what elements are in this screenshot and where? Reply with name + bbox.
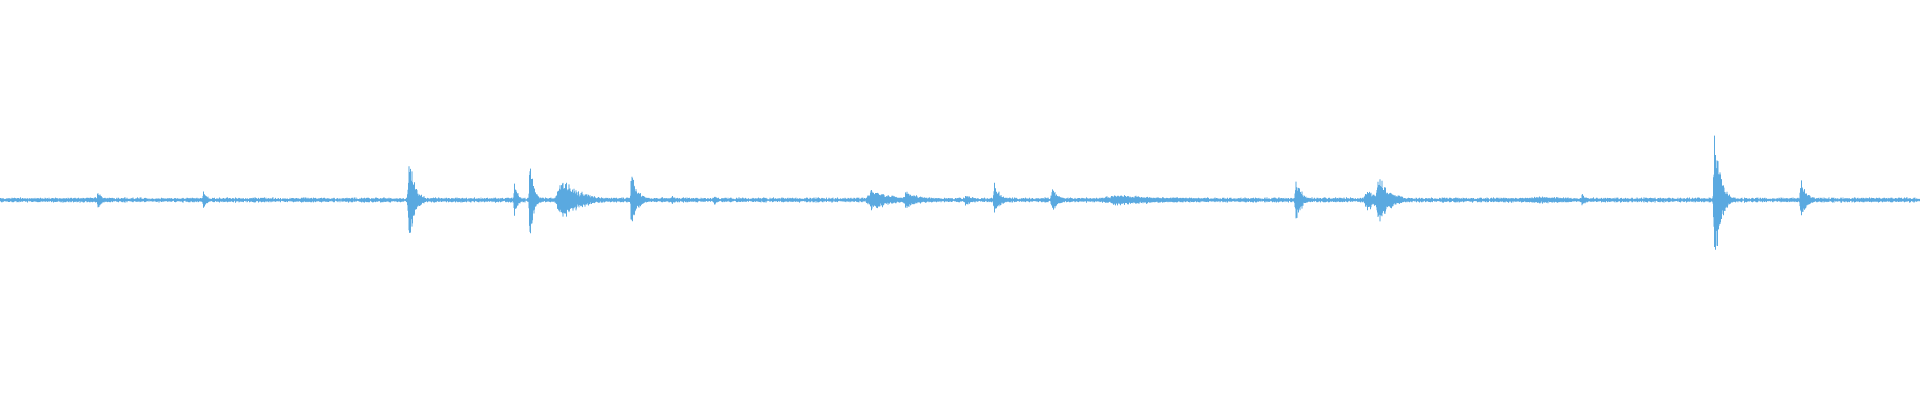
waveform-trace [0,135,1920,250]
